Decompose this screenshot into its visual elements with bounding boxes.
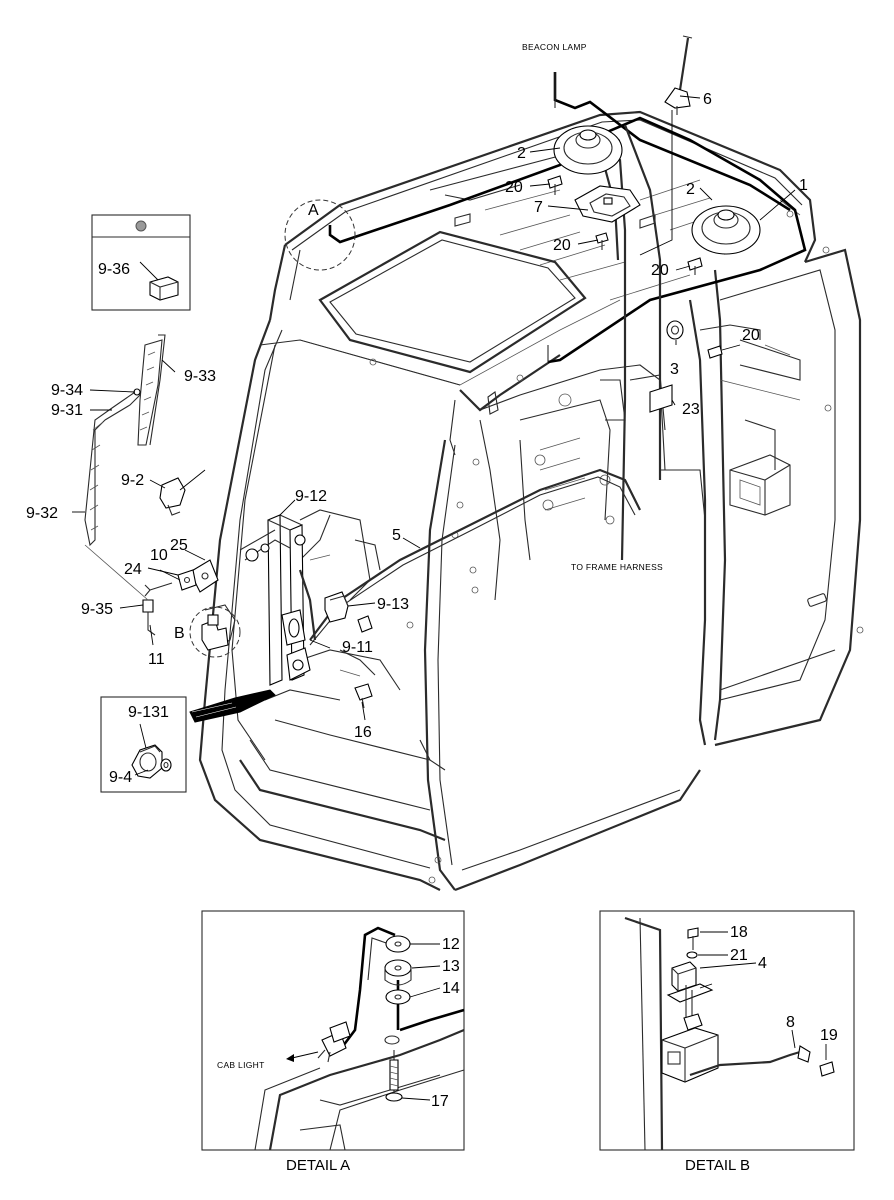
label-6: 6 bbox=[703, 91, 712, 108]
label-14: 14 bbox=[442, 980, 460, 997]
label-16: 16 bbox=[354, 724, 372, 741]
room-lamp bbox=[574, 185, 641, 223]
label-1: 1 bbox=[799, 177, 808, 194]
label-2-left: 2 bbox=[517, 145, 526, 162]
connector-23 bbox=[649, 384, 673, 413]
detail-a-box bbox=[201, 910, 465, 1151]
caption-detail-a: DETAIL A bbox=[286, 1157, 350, 1174]
grommet-3 bbox=[666, 320, 684, 340]
label-12: 12 bbox=[442, 936, 460, 953]
duct-arrow bbox=[189, 689, 276, 723]
wiper-blade bbox=[137, 334, 166, 446]
label-23: 23 bbox=[682, 401, 700, 418]
label-8: 8 bbox=[786, 1014, 795, 1031]
detail-b-box bbox=[599, 910, 855, 1151]
washer-nozzle-9-35 bbox=[84, 544, 156, 636]
part-labels: BEACON LAMP TO FRAME HARNESS CAB LIGHT 6… bbox=[26, 42, 838, 1174]
label-9-131: 9-131 bbox=[128, 704, 169, 721]
label-9-11: 9-11 bbox=[342, 639, 373, 656]
inset-9-36 bbox=[91, 214, 191, 311]
label-11: 11 bbox=[148, 651, 165, 668]
wiper-stopper-16 bbox=[354, 683, 373, 709]
detail-a-mark: A bbox=[308, 202, 319, 219]
detail-b-callout: B bbox=[174, 606, 241, 658]
label-4: 4 bbox=[758, 955, 767, 972]
label-20-b: 20 bbox=[553, 237, 571, 254]
label-18: 18 bbox=[730, 924, 748, 941]
label-9-13: 9-13 bbox=[377, 596, 409, 613]
detail-b-mark: B bbox=[174, 625, 185, 642]
label-25: 25 bbox=[170, 537, 188, 554]
label-24: 24 bbox=[124, 561, 142, 578]
antenna bbox=[664, 35, 693, 115]
note-to-frame-harness: TO FRAME HARNESS bbox=[571, 562, 663, 572]
label-3: 3 bbox=[670, 361, 679, 378]
label-19: 19 bbox=[820, 1027, 838, 1044]
label-5: 5 bbox=[392, 527, 401, 544]
label-10: 10 bbox=[150, 547, 168, 564]
label-9-36: 9-36 bbox=[98, 261, 130, 278]
label-9-2: 9-2 bbox=[121, 472, 144, 489]
inset-9-131 bbox=[100, 696, 187, 793]
speaker-left bbox=[553, 125, 623, 175]
label-9-33: 9-33 bbox=[184, 368, 216, 385]
label-9-12: 9-12 bbox=[295, 488, 327, 505]
label-9-35: 9-35 bbox=[81, 601, 113, 618]
label-9-31: 9-31 bbox=[51, 402, 83, 419]
harness-routing bbox=[299, 72, 807, 646]
label-20-a: 20 bbox=[505, 179, 523, 196]
label-7: 7 bbox=[534, 199, 543, 216]
note-beacon-lamp: BEACON LAMP bbox=[522, 42, 587, 52]
label-9-34: 9-34 bbox=[51, 382, 83, 399]
cab-body bbox=[198, 110, 864, 892]
caption-detail-b: DETAIL B bbox=[685, 1157, 750, 1174]
label-20-c: 20 bbox=[651, 262, 669, 279]
label-9-32: 9-32 bbox=[26, 505, 58, 522]
wiper-linkage bbox=[239, 514, 317, 686]
label-17: 17 bbox=[431, 1093, 449, 1110]
screws-20 bbox=[547, 175, 723, 359]
speaker-right bbox=[691, 205, 761, 255]
relay-9-13 bbox=[324, 591, 373, 633]
wiper-motor-bracket-25 bbox=[144, 559, 219, 597]
label-9-4: 9-4 bbox=[109, 769, 132, 786]
label-13: 13 bbox=[442, 958, 460, 975]
wiper-clip-9-2 bbox=[159, 477, 186, 516]
label-2-right: 2 bbox=[686, 181, 695, 198]
leader-lines bbox=[72, 95, 827, 1101]
detail-a-callout: A bbox=[284, 199, 356, 271]
note-cab-light: CAB LIGHT bbox=[217, 1060, 265, 1070]
wiper-arm bbox=[84, 388, 141, 547]
label-20-d: 20 bbox=[742, 327, 760, 344]
label-21: 21 bbox=[730, 947, 748, 964]
